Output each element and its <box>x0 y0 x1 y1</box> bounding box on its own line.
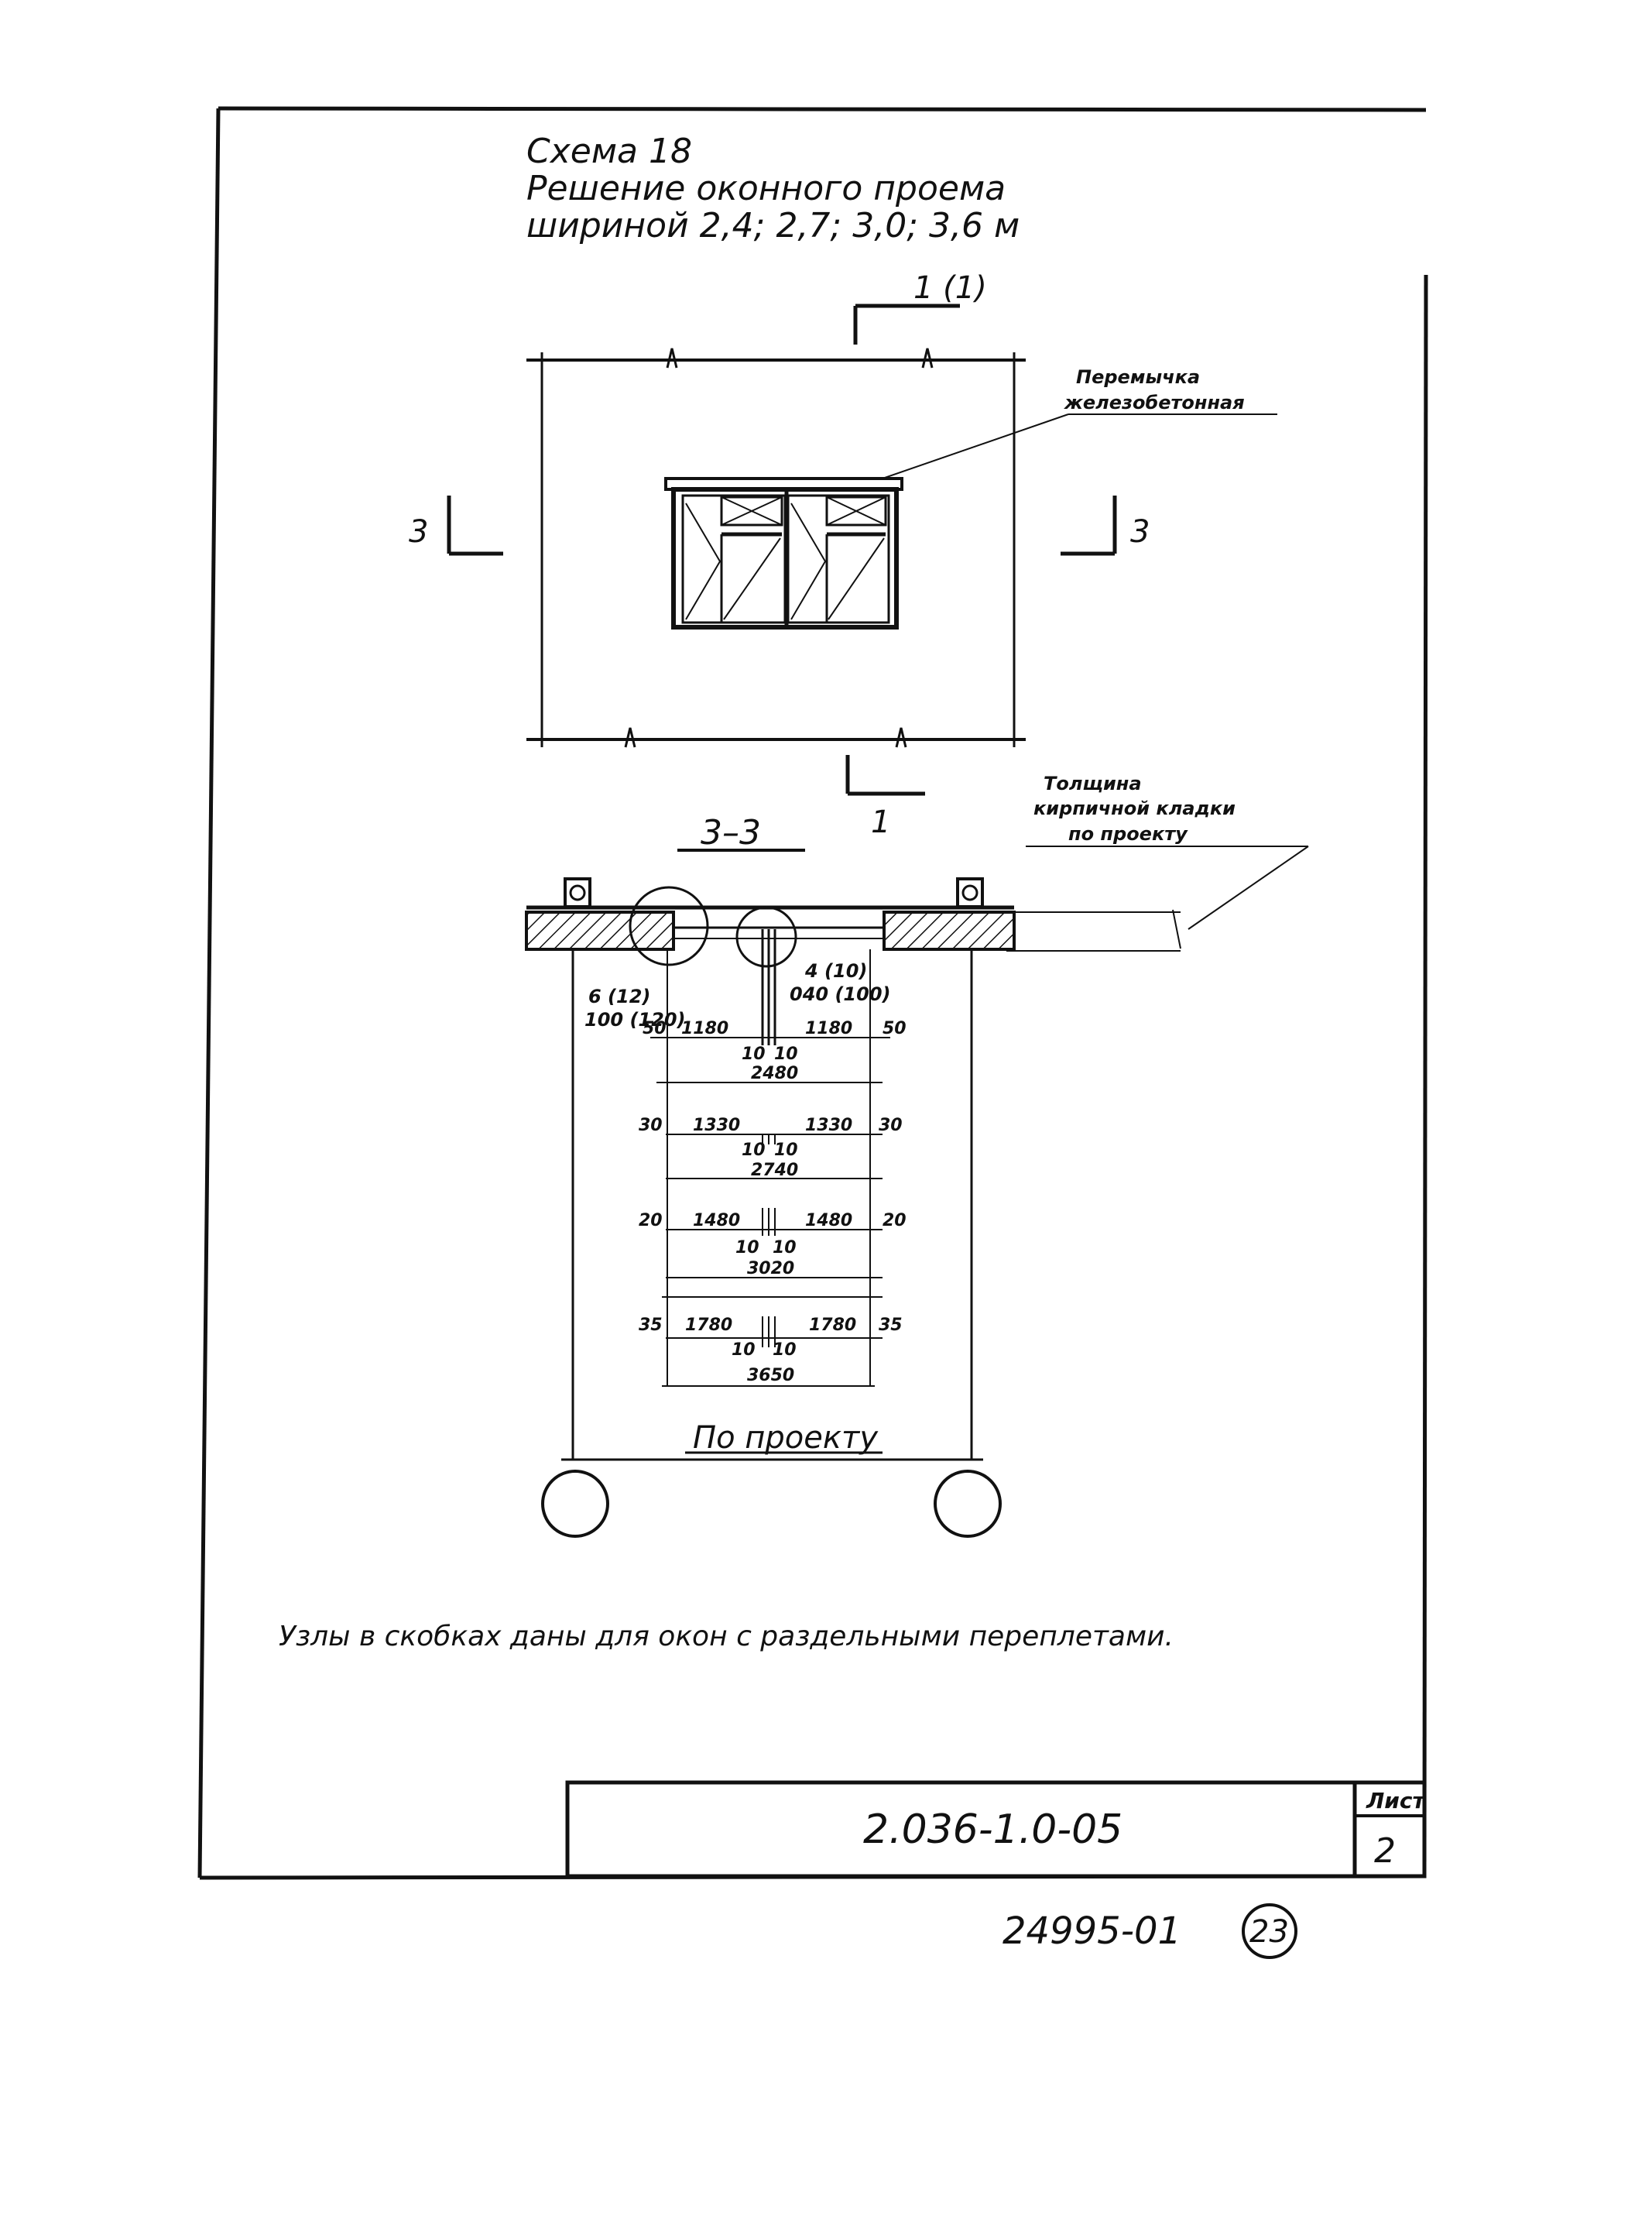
node-center-2: 040 (100) <box>790 983 891 1005</box>
dim-edge-left: 30 <box>639 1116 663 1135</box>
page-circle <box>1242 1903 1297 1959</box>
dim-gap-left: 10 <box>732 1340 756 1360</box>
detail-circle-left <box>629 886 709 966</box>
axis-bubble-right <box>934 1470 1002 1538</box>
lintel-block-left <box>564 877 591 908</box>
dim-left: 1330 <box>693 1116 740 1135</box>
callout-line-1: Перемычка <box>1076 366 1200 388</box>
node-center-1: 4 (10) <box>804 960 867 982</box>
dim-gap-right: 10 <box>773 1340 797 1360</box>
bottom-dimension-label: По проекту <box>693 1420 879 1456</box>
dim-gap-left: 10 <box>735 1238 759 1257</box>
dim-edge-right: 30 <box>879 1116 903 1135</box>
dim-edge-left: 35 <box>639 1316 663 1335</box>
drawing-title: Схема 18 Решение оконного проема шириной… <box>526 132 1020 245</box>
dim-gap-right: 10 <box>774 1141 798 1160</box>
dim-edge-left: 50 <box>643 1019 667 1038</box>
wall-left <box>525 911 675 951</box>
dim-gap-right: 10 <box>774 1045 798 1064</box>
lintel-block-right <box>956 877 984 908</box>
dim-left: 1180 <box>681 1019 728 1038</box>
dim-right: 1330 <box>805 1116 852 1135</box>
footer-page: 23 <box>1249 1914 1289 1950</box>
dim-total: 3650 <box>747 1366 794 1385</box>
dim-edge-right: 20 <box>883 1211 907 1230</box>
dim-gap-left: 10 <box>742 1045 766 1064</box>
dim-left: 1780 <box>685 1316 732 1335</box>
section-mark-top: 1 (1) <box>913 270 987 306</box>
axis-bubble-left <box>541 1470 609 1538</box>
thickness-line-2: кирпичной кладки <box>1033 798 1236 819</box>
title-line-1: Схема 18 <box>526 132 692 171</box>
section-mark-right: 3 <box>1130 514 1150 550</box>
dim-total: 3020 <box>747 1259 794 1278</box>
dimension-rows: 50 1180 1180 50 10 10 2480 30 1330 1330 … <box>561 1019 983 1461</box>
axis-markers <box>541 1470 1002 1538</box>
sheet-label: Лист <box>1366 1788 1426 1813</box>
wall-elevation: 1 (1) 1 3 3 <box>409 270 1277 840</box>
section-title: 3–3 <box>701 813 761 853</box>
sheet-number: 2 <box>1374 1831 1396 1871</box>
dim-gap-right: 10 <box>773 1238 797 1257</box>
dim-row-4: 35 1780 1780 35 10 10 3650 <box>639 1296 903 1387</box>
thickness-line-3: по проекту <box>1068 823 1188 845</box>
window-unit <box>671 487 899 630</box>
wall-right <box>883 911 1016 951</box>
dim-row-3: 20 1480 1480 20 10 10 3020 <box>639 1208 907 1278</box>
callout-line-2: железобетонная <box>1064 392 1245 413</box>
dim-total: 2480 <box>751 1064 798 1083</box>
footnote: Узлы в скобках даны для окон с раздельны… <box>279 1621 1174 1652</box>
dim-row-2: 30 1330 1330 30 10 10 2740 <box>639 1116 903 1180</box>
thickness-line-1: Толщина <box>1044 773 1142 794</box>
section-mark-left: 3 <box>409 514 428 550</box>
title-line-3: шириной 2,4; 2,7; 3,0; 3,6 м <box>526 206 1020 245</box>
dim-left: 1480 <box>693 1211 740 1230</box>
dim-row-1: 50 1180 1180 50 10 10 2480 <box>643 1019 907 1083</box>
detail-circle-center <box>735 906 797 968</box>
footer-code: 24995-01 <box>1003 1909 1181 1953</box>
dim-right: 1480 <box>805 1211 852 1230</box>
dim-total: 2740 <box>751 1161 798 1180</box>
dim-edge-left: 20 <box>639 1211 663 1230</box>
section-mark-bottom: 1 <box>871 805 890 840</box>
title-block: 2.036-1.0-05 Лист 2 <box>565 1780 1427 1878</box>
node-left-1: 6 (12) <box>588 986 650 1007</box>
dim-gap-left: 10 <box>742 1141 766 1160</box>
title-line-2: Решение оконного проема <box>526 169 1006 208</box>
dim-edge-right: 50 <box>883 1019 907 1038</box>
node-left-2: 100 (120) <box>584 1009 686 1031</box>
dim-right: 1180 <box>805 1019 852 1038</box>
section-3-3: 3–3 Толщина кирпичной кладки по проекту … <box>525 773 1309 1460</box>
document-code: 2.036-1.0-05 <box>863 1806 1122 1853</box>
dim-edge-right: 35 <box>879 1316 903 1335</box>
dim-right: 1780 <box>809 1316 856 1335</box>
